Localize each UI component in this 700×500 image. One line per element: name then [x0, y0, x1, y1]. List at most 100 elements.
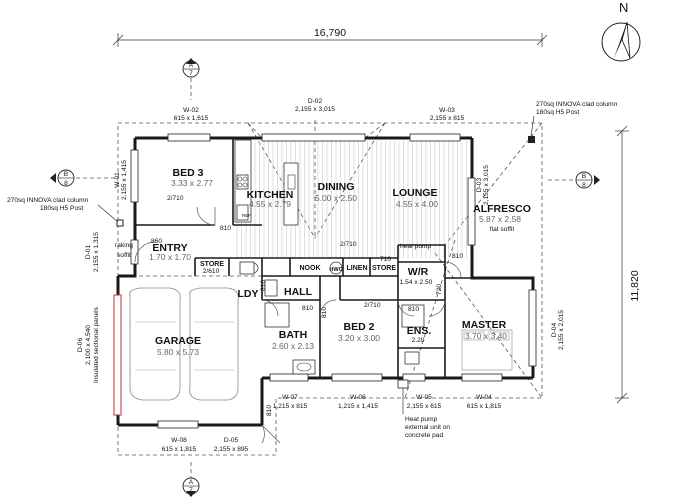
d06-code: D-06 — [77, 338, 84, 353]
room-bed2-size: 3.20 x 3.00 — [338, 333, 380, 343]
overall-depth-label: 11,820 — [629, 270, 641, 301]
w04-size: 615 x 1,815 — [467, 403, 502, 410]
w06-code: W-06 — [350, 394, 366, 401]
d03-size: 2,155 x 3,015 — [483, 165, 490, 205]
bathroom-fixtures — [239, 261, 425, 375]
room-entry-size: 1.70 x 1.70 — [149, 252, 191, 262]
note-column-l-line1: 270sq INNOVA clad column — [7, 197, 89, 204]
room-wr-size: 1.54 x 2.50 — [400, 279, 433, 286]
room-kitchen-name: KITCHEN — [247, 189, 294, 201]
w02-code: W-02 — [183, 107, 199, 114]
room-ldy-name: LDY — [238, 288, 259, 300]
room-lounge-size: 4.55 x 4.00 — [396, 199, 438, 209]
note-heat-pump: heat pump — [400, 243, 431, 250]
w01-size: 2,155 x 1,415 — [121, 160, 128, 200]
note-heatpump-ext-line3: concrete pad — [405, 432, 443, 439]
room-dining-name: DINING — [318, 181, 355, 193]
w08-code: W-08 — [171, 437, 187, 444]
door-size-bed2: 810 — [321, 307, 328, 318]
room-wr-name: W/R — [408, 266, 429, 278]
d04-code: D-04 — [551, 323, 558, 338]
notes: 270sq INNOVA clad column 180sq H5 Post 2… — [7, 101, 618, 439]
d01-size: 2,155 x 1,315 — [93, 232, 100, 272]
w07-size: 1,215 x 815 — [273, 403, 308, 410]
door-size-wr2: 720 — [436, 284, 443, 295]
d04-size: 2,155 x 2,015 — [558, 310, 565, 350]
w02-size: 615 x 1,615 — [174, 115, 209, 122]
room-labels: BED 3 3.33 x 2.77 KITCHEN 4.55 x 2.79 DI… — [149, 167, 531, 357]
w08-size: 615 x 1,815 — [162, 446, 197, 453]
section-marker-bottom: A 7 — [182, 462, 200, 497]
cavity-label-bed2: 2/710 — [364, 302, 381, 309]
section-left-letter: B — [64, 171, 69, 178]
opening-labels: W-02 615 x 1,615 D-02 2,155 x 3,015 W-03… — [77, 98, 565, 453]
room-hall-name: HALL — [284, 286, 313, 298]
door-size-store: 710 — [380, 256, 391, 263]
room-alfresco-note: flat soffit — [490, 226, 515, 233]
note-column-tr-line2: 180sq H5 Post — [536, 109, 579, 116]
d02-code: D-02 — [308, 98, 323, 105]
north-label: N — [619, 0, 628, 15]
section-marker-left: B 8 — [50, 169, 118, 187]
note-heatpump-ext-line2: external unit on — [405, 424, 450, 431]
section-bottom-number: 7 — [189, 487, 193, 494]
door-size-bath: 810 — [302, 305, 313, 312]
w05-size: 2,155 x 615 — [407, 403, 442, 410]
section-left-number: 8 — [64, 180, 68, 187]
note-column-tr-line1: 270sq INNOVA clad column — [536, 101, 618, 108]
note-raking-line2: soffit — [117, 252, 131, 259]
columns — [116, 136, 535, 227]
room-bath-size: 2.60 x 2.13 — [272, 341, 314, 351]
room-garage-size: 5.80 x 5.73 — [157, 347, 199, 357]
room-kitchen-size: 4.55 x 2.79 — [249, 199, 291, 209]
door-size-ldy: 810 — [260, 280, 267, 291]
note-fridge: REF — [242, 213, 251, 218]
room-bed3-size: 3.33 x 2.77 — [171, 178, 213, 188]
room-alfresco-size: 5.87 x 2.58 — [479, 214, 521, 224]
overall-width-label: 16,790 — [314, 27, 346, 39]
room-alfresco-name: ALFRESCO — [473, 203, 531, 215]
cavity-label-lounge: 2/710 — [340, 241, 357, 248]
w06-size: 1,215 x 1,415 — [338, 403, 378, 410]
section-marker-right: B 8 — [548, 171, 600, 189]
room-nook-name: NOOK — [300, 265, 321, 272]
w03-size: 2,155 x 815 — [430, 115, 465, 122]
room-dining-size: 5.00 x 2.50 — [315, 193, 357, 203]
room-garage-name: GARAGE — [155, 335, 201, 347]
w05-code: W-05 — [416, 394, 432, 401]
room-hwc-name: HWC — [329, 267, 342, 273]
room-master-size: 3.70 x 3.40 — [465, 331, 507, 341]
room-linen-name: LINEN — [347, 265, 368, 272]
room-master-name: MASTER — [462, 319, 507, 331]
section-top-number: 7 — [189, 70, 193, 77]
note-column-l-line2: 180sq H5 Post — [40, 205, 83, 212]
d02-size: 2,155 x 3,015 — [295, 106, 335, 113]
room-store1-size: 2/610 — [203, 268, 220, 275]
door-size-entry: 860 — [151, 238, 162, 245]
door-size-bed3: 810 — [220, 225, 231, 232]
overall-width-dimension: 16,790 — [112, 27, 548, 47]
north-arrow: N — [601, 0, 641, 62]
door-size-garage: 810 — [266, 405, 273, 416]
note-heatpump-ext-line1: Heat pump — [405, 416, 438, 423]
room-bed3-name: BED 3 — [173, 167, 204, 179]
room-entry-name: ENTRY — [152, 242, 187, 254]
section-marker-top: A 7 — [182, 58, 200, 100]
w03-code: W-03 — [439, 107, 455, 114]
note-raking-line1: raking — [115, 242, 133, 249]
cavity-label-bed3: 2/710 — [167, 195, 184, 202]
door-swings — [134, 206, 462, 444]
d05-code: D-05 — [224, 437, 239, 444]
door-size-ens: 810 — [408, 306, 419, 313]
w04-code: W-04 — [476, 394, 492, 401]
w01-code: W-01 — [114, 172, 121, 188]
room-bath-name: BATH — [279, 329, 307, 341]
overall-depth-dimension: 11,820 — [615, 125, 641, 404]
door-size-wr: 810 — [452, 253, 463, 260]
room-bed2-name: BED 2 — [344, 321, 375, 333]
section-bottom-letter: A — [189, 479, 194, 486]
d03-code: D-03 — [476, 178, 483, 193]
w07-code: W-07 — [282, 394, 298, 401]
d06-note: Insulated sectional panels — [93, 306, 100, 383]
